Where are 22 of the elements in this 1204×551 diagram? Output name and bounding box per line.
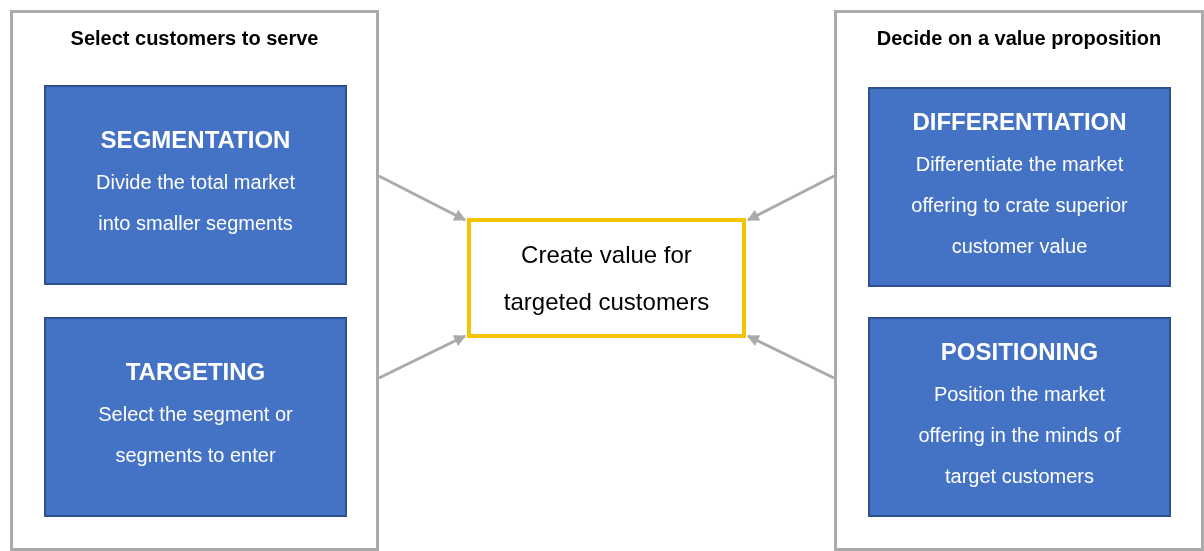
panel-title: Decide on a value proposition <box>875 27 1163 50</box>
box-description: Divide the total market into smaller segments <box>95 170 296 236</box>
box-heading: DIFFERENTIATION <box>912 107 1127 136</box>
box-heading: POSITIONING <box>940 337 1099 366</box>
box-heading: TARGETING <box>125 358 266 386</box>
box-description: Select the segment or segments to enter <box>97 402 294 468</box>
process-box <box>44 317 347 517</box>
group-panel <box>834 10 1204 551</box>
goal-text: Create value for targeted customers <box>502 240 711 317</box>
arrow <box>378 334 467 380</box>
arrow <box>746 334 835 380</box>
process-box <box>868 87 1171 287</box>
panel-title: Select customers to serve <box>69 27 320 50</box>
arrow <box>378 174 467 222</box>
group-panel <box>10 10 379 551</box>
box-description: Differentiate the market offering to crate superior customer value <box>910 151 1129 259</box>
box-heading: SEGMENTATION <box>100 126 291 154</box>
goal-box <box>467 218 746 338</box>
box-description: Position the market offering in the minds of target customers <box>917 381 1122 489</box>
arrow <box>746 174 835 222</box>
process-box <box>44 85 347 285</box>
process-box <box>868 317 1171 517</box>
